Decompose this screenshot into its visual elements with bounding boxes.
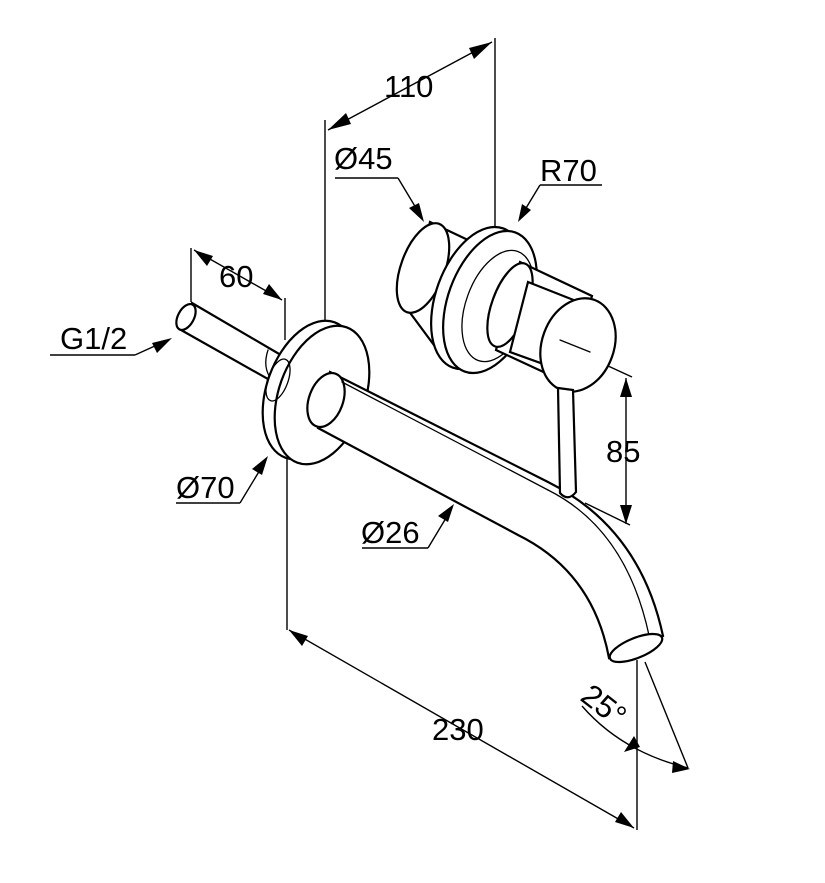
dimension-label-thread: G1/2 [60, 321, 127, 356]
dimension-label-60: 60 [219, 259, 253, 294]
dimension-label-diameter-45: Ø45 [334, 141, 393, 176]
lever-handle [486, 260, 617, 499]
faucet-drawing [175, 220, 665, 664]
dimension-label-diameter-70: Ø70 [176, 470, 235, 505]
dimension-label-angle-25: 25° [575, 677, 633, 733]
dimension-label-diameter-26: Ø26 [361, 515, 420, 550]
dimension-labels: 110 Ø45 R70 60 G1/2 85 Ø70 Ø26 25° 230 [60, 69, 640, 747]
connector-pipe [175, 301, 288, 385]
spout [306, 370, 665, 664]
dimension-label-110: 110 [384, 69, 433, 104]
dimension-label-230: 230 [432, 712, 484, 747]
dimension-lines [50, 38, 690, 830]
dimension-label-85: 85 [606, 434, 640, 469]
dimension-label-radius-70: R70 [540, 153, 597, 188]
